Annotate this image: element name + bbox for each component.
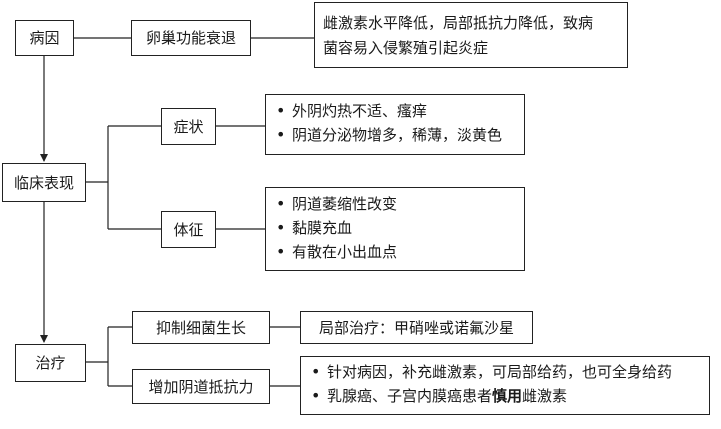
resistance-item: 针对病因，补充雌激素，可局部给药，也可全身给药 — [309, 360, 701, 384]
resistance-list: 针对病因，补充雌激素，可局部给药，也可全身给药 乳腺癌、子宫内膜癌患者慎用雌激素 — [301, 357, 709, 412]
resistance-item-prefix: 乳腺癌、子宫内膜癌患者 — [327, 387, 493, 405]
resistance-detail-box: 针对病因，补充雌激素，可局部给药，也可全身给药 乳腺癌、子宫内膜癌患者慎用雌激素 — [300, 356, 710, 415]
cause-detail-line-1: 雌激素水平降低，局部抵抗力降低，致病 — [323, 14, 594, 32]
inhibit-detail-box: 局部治疗：甲硝唑或诺氟沙星 — [300, 311, 533, 344]
symptom-item: 外阴灼热不适、瘙痒 — [274, 99, 516, 123]
signs-box: 体征 — [161, 211, 216, 248]
symptom-item: 阴道分泌物增多，稀薄，淡黄色 — [274, 123, 516, 147]
inhibit-box: 抑制细菌生长 — [132, 311, 270, 344]
cause-factor-label: 卵巢功能衰退 — [145, 29, 236, 47]
resistance-item-suffix: 雌激素 — [522, 387, 568, 405]
symptoms-label: 症状 — [173, 117, 204, 136]
treatment-box: 治疗 — [15, 344, 86, 382]
resistance-box: 增加阴道抵抗力 — [132, 369, 270, 404]
cause-detail-line-2: 菌容易入侵繁殖引起炎症 — [323, 39, 489, 57]
resistance-item-emphasis: 慎用 — [492, 387, 523, 405]
cause-label: 病因 — [29, 29, 60, 47]
symptoms-box: 症状 — [161, 108, 216, 145]
cause-detail-box: 雌激素水平降低，局部抵抗力降低，致病 菌容易入侵繁殖引起炎症 — [314, 2, 628, 68]
inhibit-label: 抑制细菌生长 — [155, 318, 246, 337]
cause-box: 病因 — [15, 20, 74, 56]
sign-item: 有散在小出血点 — [274, 240, 516, 264]
cause-factor-box: 卵巢功能衰退 — [131, 20, 251, 56]
inhibit-detail-text: 局部治疗：甲硝唑或诺氟沙星 — [318, 318, 514, 337]
sign-item: 黏膜充血 — [274, 216, 516, 240]
resistance-item: 乳腺癌、子宫内膜癌患者慎用雌激素 — [309, 384, 701, 408]
sign-item: 阴道萎缩性改变 — [274, 192, 516, 216]
resistance-label: 增加阴道抵抗力 — [148, 377, 254, 396]
resistance-item-text: 针对病因，补充雌激素，可局部给药，也可全身给药 — [327, 363, 673, 381]
signs-list-box: 阴道萎缩性改变 黏膜充血 有散在小出血点 — [265, 187, 525, 271]
symptoms-list-box: 外阴灼热不适、瘙痒 阴道分泌物增多，稀薄，淡黄色 — [265, 94, 525, 155]
clinical-label: 临床表现 — [13, 173, 74, 192]
symptoms-list: 外阴灼热不适、瘙痒 阴道分泌物增多，稀薄，淡黄色 — [266, 95, 524, 151]
signs-list: 阴道萎缩性改变 黏膜充血 有散在小出血点 — [266, 188, 524, 268]
clinical-box: 临床表现 — [2, 163, 86, 202]
treatment-label: 治疗 — [35, 354, 66, 372]
signs-label: 体征 — [173, 220, 204, 239]
